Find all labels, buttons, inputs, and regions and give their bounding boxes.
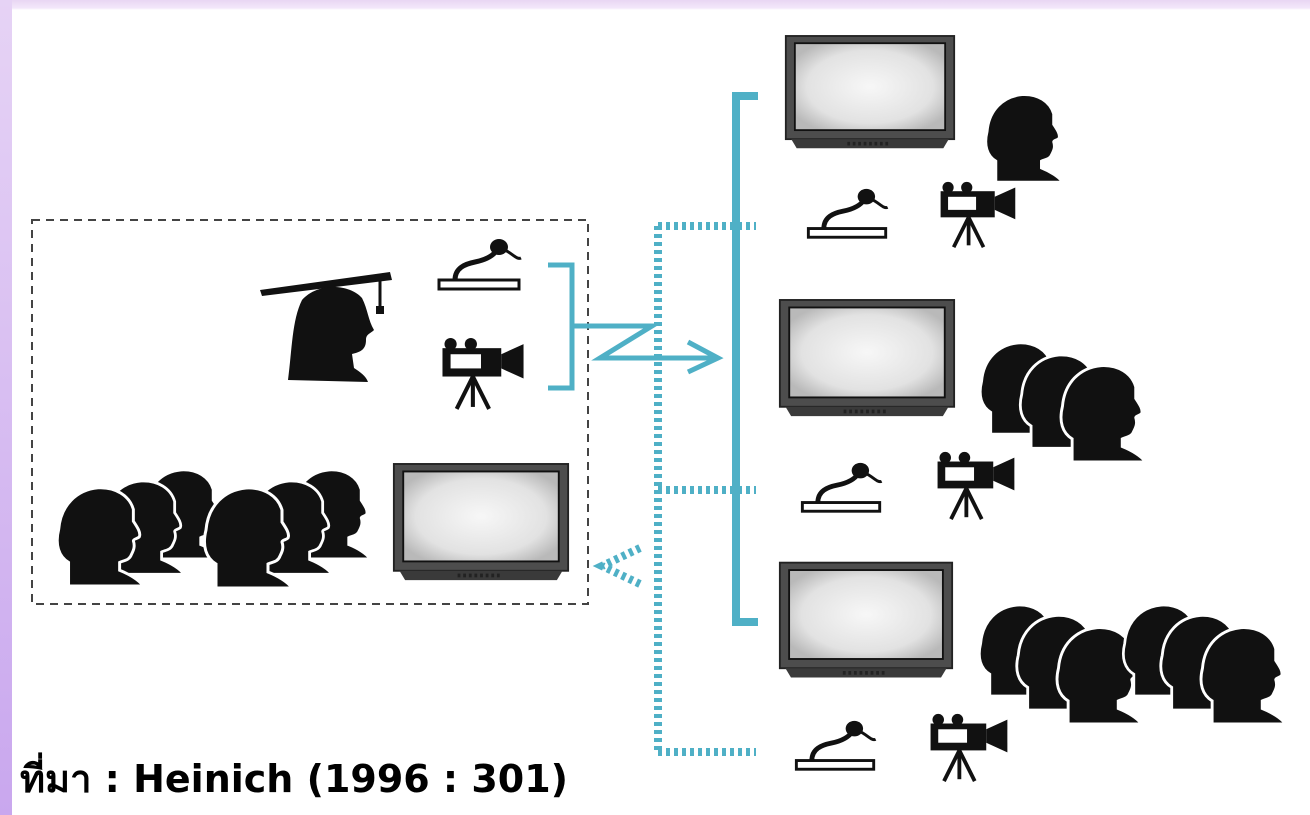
person-silhouette-icon bbox=[984, 93, 1064, 182]
left-accent-strip bbox=[0, 0, 12, 815]
microphone-icon bbox=[796, 721, 875, 769]
audience-group-icon bbox=[55, 468, 370, 588]
outgoing-signal-link bbox=[548, 262, 724, 391]
television-icon bbox=[784, 34, 956, 150]
microphone-icon bbox=[802, 463, 881, 511]
microphone-icon bbox=[439, 239, 521, 289]
video-camera-icon bbox=[931, 714, 1008, 781]
microphone-icon bbox=[808, 189, 887, 237]
video-camera-icon bbox=[941, 182, 1016, 247]
graduate-silhouette-icon bbox=[260, 272, 392, 382]
television-icon bbox=[778, 561, 954, 679]
origin-site-frame bbox=[31, 219, 589, 605]
video-camera-icon bbox=[938, 452, 1015, 519]
return-signal-link bbox=[592, 222, 756, 756]
source-citation: ที่มา : Heinich (1996 : 301) bbox=[20, 757, 569, 801]
video-camera-icon bbox=[442, 338, 523, 409]
television-icon bbox=[778, 298, 956, 418]
television-icon bbox=[392, 462, 570, 582]
audience-group-icon bbox=[977, 603, 1287, 724]
audience-group-icon bbox=[978, 341, 1146, 462]
distribution-line bbox=[732, 92, 758, 626]
